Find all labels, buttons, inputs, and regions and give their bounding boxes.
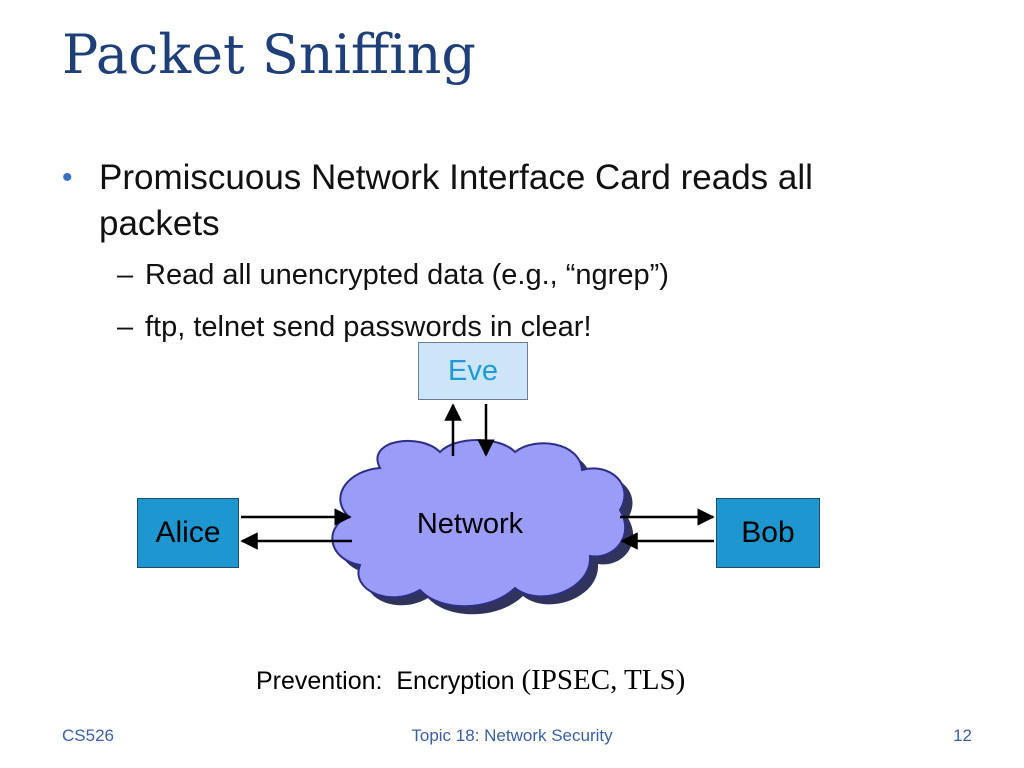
bullet-text: Promiscuous Network Interface Card reads… bbox=[99, 158, 813, 243]
sub-bullet-item: –Read all unencrypted data (e.g., “ngrep… bbox=[117, 258, 669, 292]
bob-label: Bob bbox=[741, 516, 795, 549]
sub-bullet-text: Read all unencrypted data (e.g., “ngrep”… bbox=[145, 259, 669, 291]
sub-bullet-text: ftp, telnet send passwords in clear! bbox=[145, 311, 592, 343]
footer-course: CS526 bbox=[62, 726, 114, 745]
network-label: Network bbox=[416, 508, 524, 540]
prevention-protocols: (IPSEC, TLS) bbox=[521, 664, 686, 696]
slide-title: Packet Sniffing bbox=[62, 23, 476, 86]
alice-node: Alice bbox=[137, 498, 239, 568]
prevention-text: Encryption bbox=[396, 667, 515, 695]
eve-label: Eve bbox=[448, 354, 498, 387]
sub-bullet-marker: – bbox=[117, 311, 134, 343]
footer-page-number: 12 bbox=[953, 726, 972, 745]
eve-node: Eve bbox=[418, 342, 528, 400]
prevention-label: Prevention: bbox=[256, 667, 383, 695]
bob-node: Bob bbox=[716, 498, 820, 568]
bullet-item: • Promiscuous Network Interface Card rea… bbox=[62, 155, 942, 247]
footer-topic: Topic 18: Network Security bbox=[411, 726, 613, 745]
sub-bullet-marker: – bbox=[117, 259, 134, 291]
alice-label: Alice bbox=[155, 516, 221, 549]
prevention-line: Prevention: Encryption (IPSEC, TLS) bbox=[256, 664, 685, 697]
sub-bullet-item: –ftp, telnet send passwords in clear! bbox=[117, 310, 592, 344]
bullet-marker: • bbox=[62, 161, 73, 194]
